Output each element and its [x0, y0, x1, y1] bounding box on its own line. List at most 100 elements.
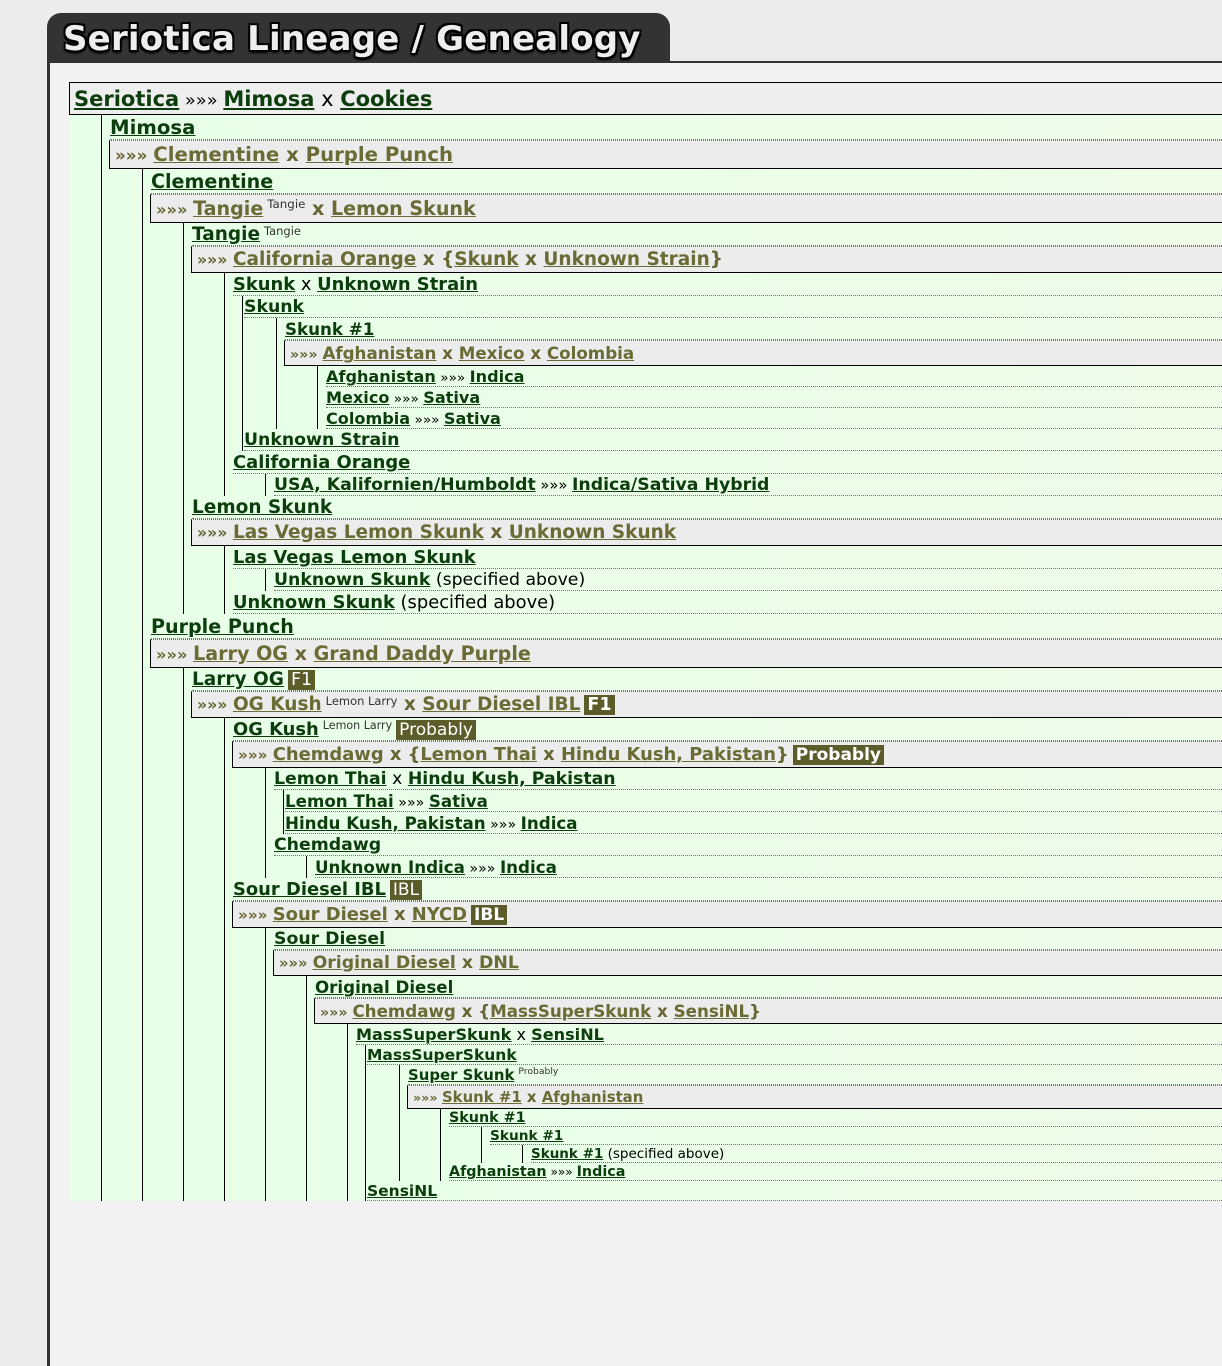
- strain-link[interactable]: Unknown Strain: [244, 430, 400, 450]
- strain-link[interactable]: Mexico: [458, 343, 525, 363]
- strain-link[interactable]: Sour Diesel: [274, 929, 386, 949]
- strain-link[interactable]: MassSuperSkunk: [356, 1025, 512, 1044]
- strain-link[interactable]: Chemdawg: [352, 1001, 456, 1021]
- strain-link[interactable]: SensiNL: [531, 1025, 604, 1044]
- strain-link[interactable]: Original Diesel: [312, 953, 456, 973]
- strain-link[interactable]: Unknown Strain: [317, 274, 479, 295]
- lineage-arrow: »»»: [279, 955, 313, 972]
- strain-link[interactable]: Lemon Thai: [285, 791, 394, 811]
- strain-link[interactable]: Skunk #1: [441, 1088, 522, 1106]
- strain-link[interactable]: Hindu Kush, Pakistan: [285, 813, 486, 833]
- cross-separator: x: [455, 953, 480, 973]
- strain-link[interactable]: Sour Diesel IBL: [233, 879, 386, 900]
- cross-separator: x {: [416, 249, 455, 270]
- strain-link[interactable]: Skunk #1: [531, 1146, 604, 1162]
- strain-link[interactable]: Indica: [469, 367, 525, 386]
- strain-link[interactable]: Afghanistan: [541, 1088, 644, 1106]
- strain-link[interactable]: Larry OG: [193, 642, 288, 665]
- strain-link[interactable]: Cookies: [340, 87, 433, 111]
- strain-node: Skunk #1»»» Afghanistan x Mexico x Colom…: [284, 318, 1222, 429]
- strain-link[interactable]: Sour Diesel IBL: [422, 694, 581, 715]
- strain-link[interactable]: SensiNL: [673, 1001, 750, 1021]
- strain-link[interactable]: Larry OG: [192, 669, 284, 690]
- strain-link[interactable]: Skunk #1: [449, 1110, 526, 1126]
- lineage-arrow: »»»: [197, 250, 233, 269]
- strain-link[interactable]: Unknown Indica: [315, 857, 465, 877]
- strain-link[interactable]: OG Kush: [232, 694, 322, 715]
- strain-link[interactable]: Unknown Strain: [543, 249, 710, 270]
- strain-link[interactable]: Tangie: [192, 224, 261, 245]
- strain-link[interactable]: Skunk #1: [285, 319, 375, 339]
- strain-link[interactable]: Skunk #1: [490, 1128, 564, 1144]
- strain-link[interactable]: California Orange: [232, 249, 417, 270]
- strain-link[interactable]: OG Kush: [233, 719, 319, 740]
- cross-separator: }: [749, 1001, 761, 1021]
- strain-link[interactable]: Chemdawg: [274, 835, 382, 855]
- children-list: Unknown Skunk (specified above): [265, 569, 1222, 591]
- strain-link[interactable]: Colombia: [326, 409, 411, 428]
- strain-link[interactable]: Sativa: [423, 388, 481, 407]
- strain-link[interactable]: Mimosa: [223, 87, 315, 111]
- parent-cross-row: »»» Chemdawg x {MassSuperSkunk x SensiNL…: [314, 998, 1222, 1024]
- strain-link[interactable]: Hindu Kush, Pakistan: [407, 769, 616, 789]
- strain-link[interactable]: USA, Kalifornien/Humboldt: [274, 475, 536, 495]
- strain-link[interactable]: NYCD: [411, 904, 468, 925]
- strain-link[interactable]: Clementine: [153, 143, 280, 166]
- strain-link[interactable]: Afghanistan: [449, 1164, 547, 1180]
- strain-link[interactable]: Tangie: [193, 197, 264, 220]
- parent-cross-row: »»» Afghanistan x Mexico x Colombia: [284, 340, 1222, 366]
- strain-link[interactable]: Lemon Skunk: [331, 197, 476, 220]
- strain-link[interactable]: Skunk: [454, 249, 519, 270]
- strain-link[interactable]: Hindu Kush, Pakistan: [560, 744, 776, 765]
- strain-title-row: Unknown Strain: [244, 429, 1222, 451]
- strain-link[interactable]: Indica: [520, 813, 578, 833]
- strain-link[interactable]: Lemon Skunk: [192, 497, 333, 518]
- strain-link[interactable]: Afghanistan: [326, 367, 436, 386]
- strain-link[interactable]: Indica/Sativa Hybrid: [572, 475, 770, 495]
- phenotype-tag: Lemon Larry: [325, 694, 398, 708]
- strain-link[interactable]: Sativa: [443, 409, 501, 428]
- strain-link[interactable]: Colombia: [546, 343, 635, 363]
- strain-node: USA, Kalifornien/Humboldt »»» Indica/Sat…: [274, 474, 1222, 496]
- strain-link[interactable]: Las Vegas Lemon Skunk: [233, 547, 476, 568]
- strain-link[interactable]: Mimosa: [110, 116, 196, 139]
- strain-title-row: Skunk x Unknown Strain: [233, 273, 1222, 296]
- strain-link[interactable]: MassSuperSkunk: [490, 1001, 652, 1021]
- lineage-arrow: »»»: [197, 695, 233, 714]
- strain-node: Hindu Kush, Pakistan »»» Indica: [285, 812, 1222, 834]
- strain-link[interactable]: Lemon Thai: [420, 744, 537, 765]
- strain-link[interactable]: Mexico: [326, 388, 390, 407]
- strain-link[interactable]: California Orange: [233, 452, 411, 473]
- strain-link[interactable]: Purple Punch: [151, 615, 294, 638]
- strain-link[interactable]: DNL: [479, 953, 519, 973]
- strain-link[interactable]: Original Diesel: [315, 977, 454, 997]
- strain-link[interactable]: Las Vegas Lemon Skunk: [232, 522, 484, 543]
- strain-link[interactable]: Chemdawg: [272, 744, 384, 765]
- strain-link[interactable]: Skunk: [244, 297, 305, 317]
- strain-title-row: Hindu Kush, Pakistan »»» Indica: [285, 812, 1222, 834]
- strain-link[interactable]: Indica: [499, 857, 557, 877]
- strain-link[interactable]: Purple Punch: [305, 143, 454, 166]
- strain-link[interactable]: MassSuperSkunk: [367, 1046, 517, 1064]
- strain-link[interactable]: Indica: [576, 1164, 626, 1180]
- strain-link[interactable]: Afghanistan: [322, 343, 437, 363]
- strain-title-row: Purple Punch: [151, 614, 1222, 639]
- strain-link[interactable]: Unknown Skunk: [233, 592, 395, 613]
- strain-link[interactable]: Seriotica: [74, 87, 180, 111]
- strain-link[interactable]: Sour Diesel: [272, 904, 388, 925]
- strain-link[interactable]: Lemon Thai: [274, 769, 387, 789]
- strain-title-row: Lemon Skunk: [192, 496, 1222, 519]
- strain-link[interactable]: Skunk: [233, 274, 296, 295]
- strain-link[interactable]: Grand Daddy Purple: [313, 642, 531, 665]
- strain-link[interactable]: Unknown Skunk: [508, 522, 677, 543]
- strain-link[interactable]: Unknown Skunk: [274, 570, 431, 590]
- strain-link[interactable]: SensiNL: [367, 1182, 438, 1200]
- strain-link[interactable]: Sativa: [428, 791, 488, 811]
- strain-link[interactable]: Clementine: [151, 170, 274, 193]
- strain-link[interactable]: Super Skunk: [408, 1066, 515, 1084]
